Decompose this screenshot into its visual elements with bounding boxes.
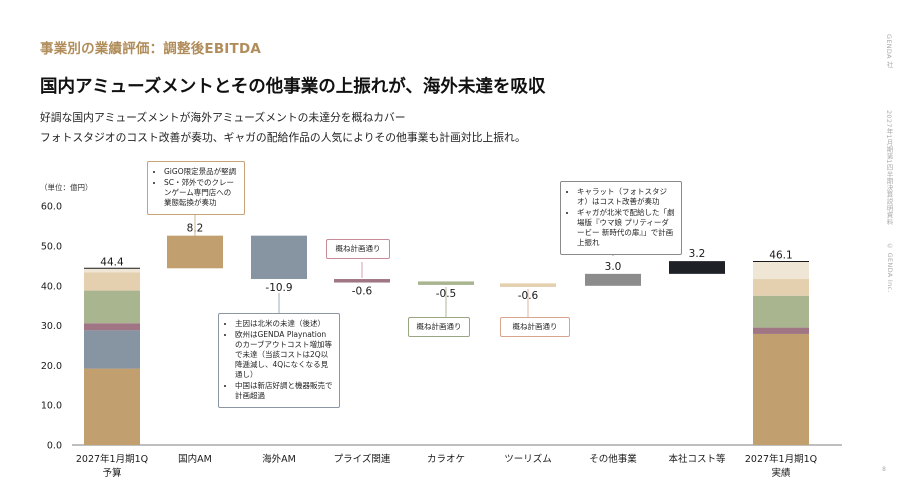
data-label: 46.1: [769, 250, 792, 262]
x-category-label: カラオケ: [427, 454, 465, 465]
callout-domestic-am: GiGO限定景品が堅調 SC・郊外でのクレーンゲーム専門店への業態転換が奏功: [147, 161, 245, 215]
waterfall-bar: [251, 235, 307, 280]
callout-other-item-1: キャラット（フォトスタジオ）はコスト改善が奏功: [577, 187, 675, 207]
stack-segment: [753, 279, 809, 296]
callout-domestic-item-1: GiGO限定景品が堅調: [164, 167, 238, 177]
waterfall-bar: [167, 235, 223, 269]
page-number: 8: [882, 466, 886, 473]
stack-segment: [84, 272, 140, 291]
callout-karaoke: 概ね計画通り: [408, 317, 470, 337]
data-label: -0.6: [352, 286, 373, 298]
x-category-label: プライズ関連: [334, 453, 391, 465]
section-title: 事業別の業績評価：調整後EBITDA: [40, 41, 261, 57]
callout-other-business: キャラット（フォトスタジオ）はコスト改善が奏功 ギャガが北米で配給した「劇場版『…: [560, 181, 682, 255]
y-tick-label: 10.0: [41, 401, 62, 412]
callout-prize: 概ね計画通り: [326, 239, 390, 259]
x-category-label: ツーリズム: [504, 453, 552, 465]
callout-overseas-item-3: 中国は新店好調と機器販売で計画超過: [235, 381, 333, 401]
y-tick-label: 30.0: [41, 321, 62, 332]
x-category-label: 2027年1月期1Q: [76, 453, 148, 465]
callout-overseas-am: 主因は北米の未達（後述） 欧州はGENDA Playnationのカーブアウトコ…: [218, 313, 340, 408]
stack-segment: [753, 261, 809, 280]
y-tick-label: 40.0: [41, 281, 62, 292]
waterfall-bar: [669, 261, 725, 274]
stack-segment: [84, 323, 140, 331]
side-copyright-label: © GENDA Inc.: [886, 242, 894, 293]
x-category-label: 2027年1月期1Q: [745, 453, 817, 465]
waterfall-bar: [585, 273, 641, 286]
data-label: 3.0: [605, 261, 622, 273]
callout-overseas-item-2: 欧州はGENDA Playnationのカーブアウトコスト増加等で未達（当該コス…: [235, 330, 333, 380]
data-label: 3.2: [689, 248, 706, 260]
y-tick-label: 0.0: [47, 441, 62, 452]
data-label: 44.4: [100, 256, 124, 268]
x-category-label: 本社コスト等: [668, 453, 726, 465]
stack-segment: [84, 368, 140, 445]
x-category-label: その他事業: [589, 453, 637, 465]
x-category-label: 国内AM: [178, 453, 212, 465]
waterfall-bar: [418, 281, 474, 285]
stack-segment: [84, 330, 140, 369]
stack-segment: [84, 268, 140, 273]
page-headline: 国内アミューズメントとその他事業の上振れが、海外未達を吸収: [40, 77, 546, 97]
y-tick-label: 20.0: [41, 361, 62, 372]
callout-overseas-item-1: 主因は北米の未達（後述）: [235, 319, 333, 329]
side-document-label: 2027年1月期第1四半期決算説明資料: [885, 110, 893, 226]
stack-segment: [753, 333, 809, 445]
subtitle-line-1: 好調な国内アミューズメントが海外アミューズメントの未達分を概ねカバー: [40, 111, 406, 124]
side-company-label: GENDA 社: [885, 34, 893, 69]
callout-other-item-2: ギャガが北米で配給した「劇場版『ウマ娘 プリティーダービー 新時代の扉』」で計画…: [577, 208, 675, 248]
x-category-label: 海外AM: [262, 453, 296, 465]
unit-label: （単位：億円）: [40, 182, 93, 192]
callout-domestic-item-2: SC・郊外でのクレーンゲーム専門店への業態転換が奏功: [164, 178, 238, 208]
callout-tourism: 概ね計画通り: [500, 317, 570, 337]
stack-segment: [753, 327, 809, 334]
data-label: -10.9: [265, 282, 292, 294]
x-category-label: 予算: [102, 467, 121, 479]
stack-segment: [753, 295, 809, 328]
y-tick-label: 50.0: [41, 242, 62, 253]
subtitle-line-2: フォトスタジオのコスト改善が奏功、ギャガの配給作品の人気によりその他事業も計画対…: [40, 131, 526, 144]
x-category-label: 実績: [771, 467, 791, 479]
y-tick-label: 60.0: [41, 202, 62, 213]
waterfall-bar: [500, 283, 556, 287]
waterfall-bar: [334, 279, 390, 283]
stack-segment: [84, 290, 140, 324]
